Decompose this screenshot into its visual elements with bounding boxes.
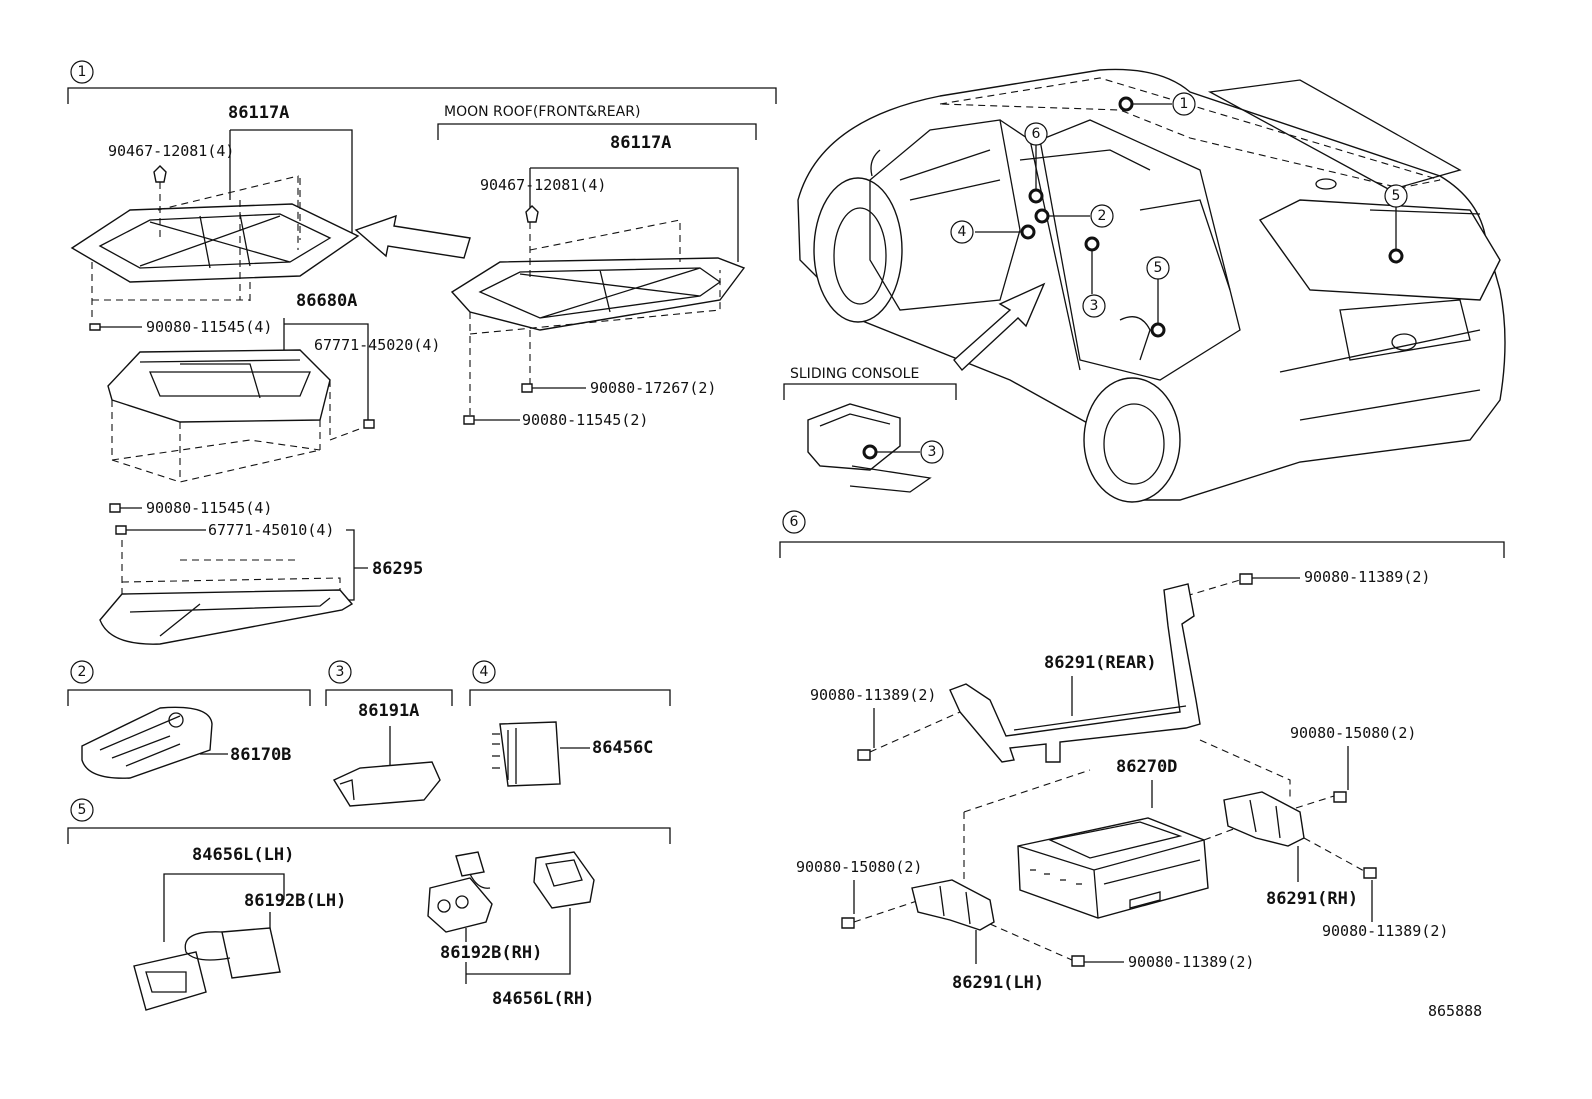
screw-icon <box>363 419 375 429</box>
label-86191A: 86191A <box>358 701 419 721</box>
bracket-lh <box>911 879 995 931</box>
video-jack-module <box>332 761 441 807</box>
screw-icon <box>109 503 121 513</box>
aux-socket-lh <box>133 951 207 1011</box>
group-5: 5 84656L(LH) 86192B(LH) 86192B(RH) 84656… <box>67 798 671 1011</box>
vehicle-body <box>797 68 1506 501</box>
group-4-number: 4 <box>480 664 489 680</box>
bolt-icon <box>1239 573 1253 585</box>
leader-86117A-left <box>230 129 353 240</box>
bolt-icon <box>857 749 871 761</box>
svg-text:3: 3 <box>1090 298 1099 314</box>
front-wheel <box>813 177 903 323</box>
aux-socket-rh <box>427 877 493 933</box>
callout-3 <box>1082 294 1106 318</box>
arrow-icon <box>354 214 471 259</box>
callout-3-console <box>920 440 944 464</box>
label-86117A-left: 86117A <box>228 103 289 123</box>
svg-text:2: 2 <box>1098 208 1107 224</box>
label-86270D: 86270D <box>1116 757 1177 777</box>
control-module <box>499 721 561 787</box>
group-5-number: 5 <box>78 802 87 818</box>
group-6: 6 90080-11389(2) 86291(REAR) 90080-11389… <box>779 510 1505 993</box>
sliding-console: SLIDING CONSOLE 3 <box>783 366 957 493</box>
console-body <box>807 403 901 471</box>
label-86295: 86295 <box>372 559 423 579</box>
label-90467-right: 90467-12081(4) <box>480 176 606 194</box>
bolt-icon <box>1071 955 1085 967</box>
group-6-number: 6 <box>790 514 799 530</box>
nut-icon <box>521 383 533 393</box>
bolt-icon <box>841 917 855 929</box>
bracket-plate-left <box>70 203 360 283</box>
sliding-console-heading: SLIDING CONSOLE <box>790 366 919 382</box>
label-90080-15080-right: 90080-15080(2) <box>1290 724 1416 742</box>
clip-icon <box>525 205 539 223</box>
label-86291-LH: 86291(LH) <box>952 973 1044 993</box>
moon-roof-heading: MOON ROOF(FRONT&REAR) <box>444 104 640 120</box>
label-90080-17267: 90080-17267(2) <box>590 379 716 397</box>
callout-2 <box>1090 204 1114 228</box>
label-90080-11389-right: 90080-11389(2) <box>1322 922 1448 940</box>
overhead-module <box>107 349 331 423</box>
label-84656L-LH: 84656L(LH) <box>192 845 294 865</box>
label-86680A: 86680A <box>296 291 357 311</box>
bolt-icon <box>1363 867 1377 879</box>
group-3-number: 3 <box>336 664 345 680</box>
group-1-marker <box>70 60 94 84</box>
label-86192B-RH: 86192B(RH) <box>440 943 542 963</box>
label-84656L-RH: 84656L(RH) <box>492 989 594 1009</box>
usb-socket-lh <box>221 927 281 979</box>
screw-icon <box>115 525 127 535</box>
callout-1 <box>1172 92 1196 116</box>
label-90467-left: 90467-12081(4) <box>108 142 234 160</box>
vehicle-illustration: 1 6 2 4 3 5 5 <box>797 68 1506 503</box>
label-86117A-right: 86117A <box>610 133 671 153</box>
group-4: 4 86456C <box>469 660 671 787</box>
group-2: 2 86170B <box>67 660 311 779</box>
group-2-number: 2 <box>78 664 87 680</box>
label-90080-11545-2: 90080-11545(2) <box>522 411 648 429</box>
label-90080-11545-4b: 90080-11545(4) <box>146 499 272 517</box>
dvd-player-unit <box>1017 817 1209 919</box>
label-67771-45010: 67771-45010(4) <box>208 521 334 539</box>
arrow-icon <box>953 282 1046 372</box>
label-86192B-LH: 86192B(LH) <box>244 891 346 911</box>
label-90080-11389-top: 90080-11389(2) <box>1304 568 1430 586</box>
label-90080-15080-left: 90080-15080(2) <box>796 858 922 876</box>
label-86291-REAR: 86291(REAR) <box>1044 653 1157 673</box>
overhead-cover <box>99 589 354 645</box>
label-67771-45020: 67771-45020(4) <box>314 336 440 354</box>
label-86456C: 86456C <box>592 738 653 758</box>
label-90080-11389-left: 90080-11389(2) <box>810 686 936 704</box>
group-3: 3 86191A <box>325 660 453 807</box>
bolt-icon <box>1333 791 1347 803</box>
svg-text:1: 1 <box>1180 96 1189 112</box>
group-1-number: 1 <box>78 64 87 80</box>
callout-4 <box>950 220 974 244</box>
label-90080-11389-bottom: 90080-11389(2) <box>1128 953 1254 971</box>
screw-icon <box>463 415 475 425</box>
remote-control <box>81 706 213 779</box>
rear-window <box>1258 199 1501 301</box>
label-86291-RH: 86291(RH) <box>1266 889 1358 909</box>
label-90080-11545-4a: 90080-11545(4) <box>146 318 272 336</box>
usb-socket-rh <box>533 851 595 909</box>
usb-plug-rh <box>455 851 485 877</box>
svg-text:5: 5 <box>1154 260 1163 276</box>
bracket-rear <box>949 583 1201 763</box>
screw-icon <box>89 323 101 331</box>
svg-text:6: 6 <box>1032 126 1041 142</box>
group-1-bracket <box>67 87 777 104</box>
bracket-rh <box>1223 791 1305 847</box>
svg-text:3: 3 <box>928 444 937 460</box>
diagram-id: 865888 <box>1428 1002 1482 1020</box>
clip-icon <box>153 165 167 183</box>
label-86170B: 86170B <box>230 745 291 765</box>
group-1: 1 86117A 90467-12081(4) 90080-11545(4) 8… <box>67 60 777 645</box>
svg-text:5: 5 <box>1392 188 1401 204</box>
svg-text:4: 4 <box>958 224 967 240</box>
